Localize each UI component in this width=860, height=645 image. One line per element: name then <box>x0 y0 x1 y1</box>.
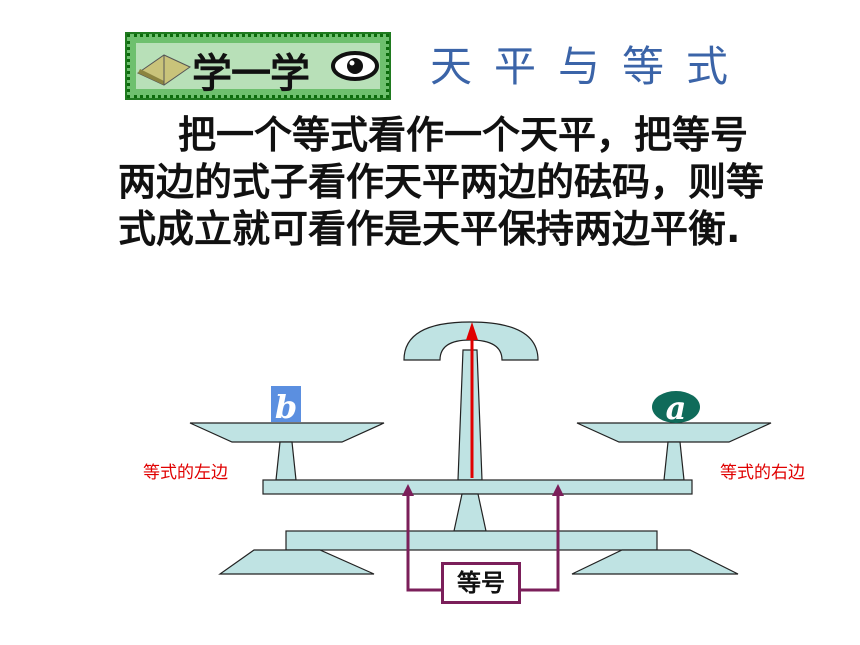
scale-handle <box>403 321 539 361</box>
right-pan-stand <box>663 441 685 481</box>
left-pan <box>189 422 385 443</box>
equal-arrow-right <box>521 494 560 592</box>
right-side-label: 等式的右边 <box>720 463 805 483</box>
page-title: 天平与等式 <box>430 42 751 91</box>
lower-support <box>453 493 487 532</box>
right-pan <box>576 422 772 443</box>
title-badge: 学一学 <box>125 32 391 100</box>
weight-a-label: a <box>666 389 687 427</box>
paragraph-line-3: 式成立就可看作是天平保持两边平衡. <box>118 207 741 251</box>
equal-arrow-left <box>406 494 441 592</box>
equal-arrow-left-head <box>402 484 414 496</box>
equal-arrow-right-head <box>552 484 564 496</box>
weight-b-label: b <box>275 388 297 426</box>
base-right-foot <box>571 549 739 575</box>
equal-sign-label: 等号 <box>441 562 521 604</box>
base-plate <box>285 530 658 551</box>
badge-label: 学一学 <box>192 51 310 97</box>
balance-needle-tip <box>466 322 478 340</box>
paragraph-line-1: 把一个等式看作一个天平，把等号 <box>178 113 749 157</box>
scale-post <box>457 349 483 481</box>
eye-icon <box>331 51 379 81</box>
weight-b <box>271 386 301 422</box>
left-pan-stand <box>275 441 297 481</box>
scale-beam <box>262 479 693 495</box>
paragraph-line-2: 两边的式子看作天平两边的砝码，则等 <box>118 160 765 204</box>
weight-a <box>652 391 700 423</box>
base-left-foot <box>218 549 375 575</box>
book-icon <box>136 54 192 86</box>
explanation-paragraph: 把一个等式看作一个天平，把等号 两边的式子看作天平两边的砝码，则等 式成立就可看… <box>118 112 778 253</box>
left-side-label: 等式的左边 <box>143 463 228 483</box>
